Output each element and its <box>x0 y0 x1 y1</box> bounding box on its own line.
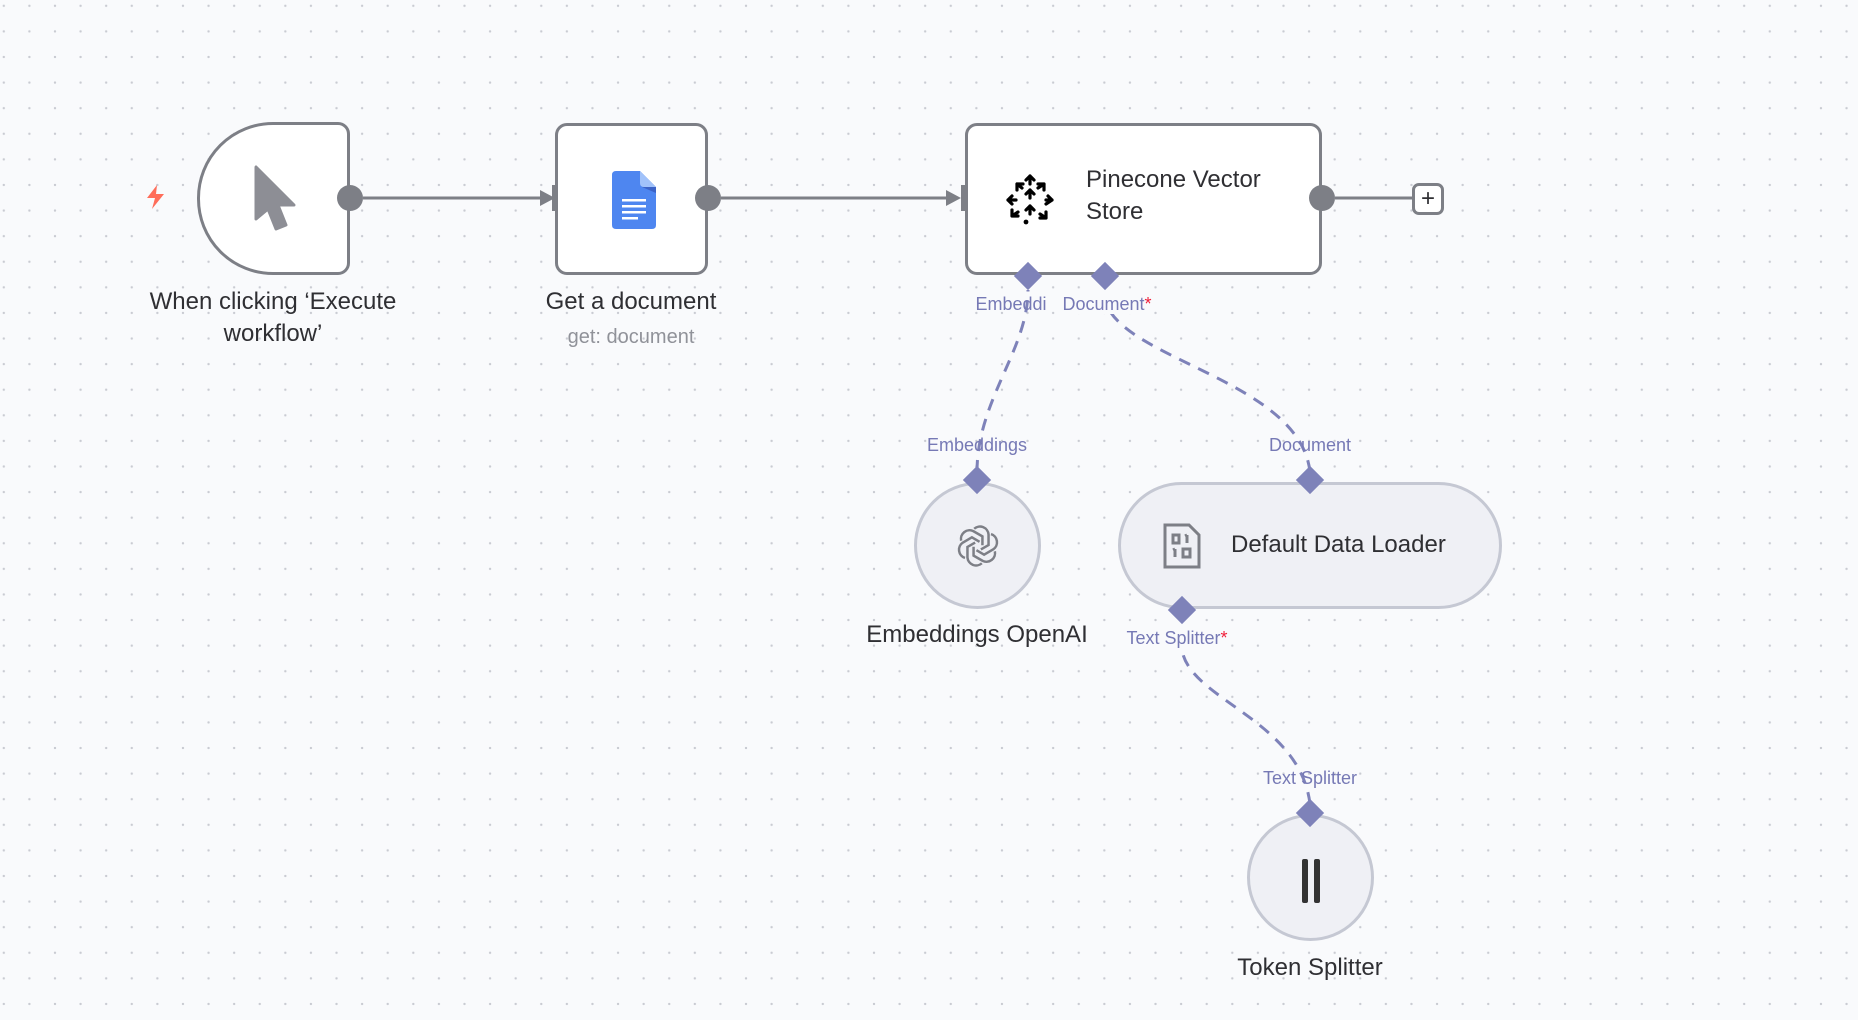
node-default-data-loader[interactable]: Default Data Loader <box>1118 482 1502 609</box>
trigger-title: When clicking ‘Execute workflow’ <box>150 286 397 350</box>
edge-arrow-gdoc <box>540 190 555 206</box>
trigger-title-line1: When clicking ‘Execute <box>149 288 397 315</box>
binary-file-icon <box>1163 523 1201 574</box>
required-marker: * <box>1220 628 1228 648</box>
pinecone-title-line2: Store <box>1086 198 1144 225</box>
node-pinecone-vector-store[interactable]: Pinecone Vector Store <box>965 123 1322 275</box>
edge-openai-to-pinecone[interactable] <box>975 289 1030 473</box>
pinecone-title: Pinecone Vector Store <box>1086 164 1261 228</box>
lightning-bolt-icon <box>144 184 168 215</box>
pinecone-embedding-port-label: Embeddi <box>975 294 1047 314</box>
gdoc-subtitle: get: document <box>567 326 695 348</box>
openai-title: Embeddings OpenAI <box>866 621 1088 648</box>
required-marker: * <box>1144 294 1152 314</box>
node-get-document[interactable] <box>555 123 708 275</box>
openai-port-label: Embeddings <box>926 435 1028 455</box>
plus-icon: + <box>1420 185 1435 212</box>
token-port-label: Text Splitter <box>1262 768 1358 788</box>
loader-bottom-port-label: Text Splitter* <box>1124 628 1230 648</box>
trigger-output-handle[interactable] <box>337 185 363 211</box>
node-token-splitter[interactable] <box>1247 814 1374 941</box>
pinecone-icon <box>1004 172 1056 233</box>
pinecone-title-line1: Pinecone Vector <box>1086 166 1261 193</box>
add-node-button[interactable]: + <box>1412 183 1444 215</box>
pinecone-document-port-label: Document* <box>1060 294 1154 314</box>
pinecone-document-text: Document <box>1062 294 1145 314</box>
gdoc-title: Get a document <box>545 288 717 315</box>
pinecone-output-handle[interactable] <box>1309 185 1335 211</box>
loader-top-port-label: Document <box>1268 435 1352 455</box>
token-title: Token Splitter <box>1237 954 1383 981</box>
gdoc-output-handle[interactable] <box>695 185 721 211</box>
google-docs-icon <box>612 171 656 234</box>
edge-token-to-loader[interactable] <box>1180 649 1312 805</box>
loader-title: Default Data Loader <box>1231 531 1446 558</box>
loader-text-splitter-text: Text Splitter <box>1126 628 1221 648</box>
trigger-title-line2: workflow’ <box>223 320 323 347</box>
node-manual-trigger[interactable] <box>197 122 350 275</box>
edge-arrow-pinecone <box>946 190 961 206</box>
token-splitter-icon <box>1300 857 1322 910</box>
openai-icon <box>955 523 1001 574</box>
cursor-icon <box>252 165 300 238</box>
node-embeddings-openai[interactable] <box>914 482 1041 609</box>
